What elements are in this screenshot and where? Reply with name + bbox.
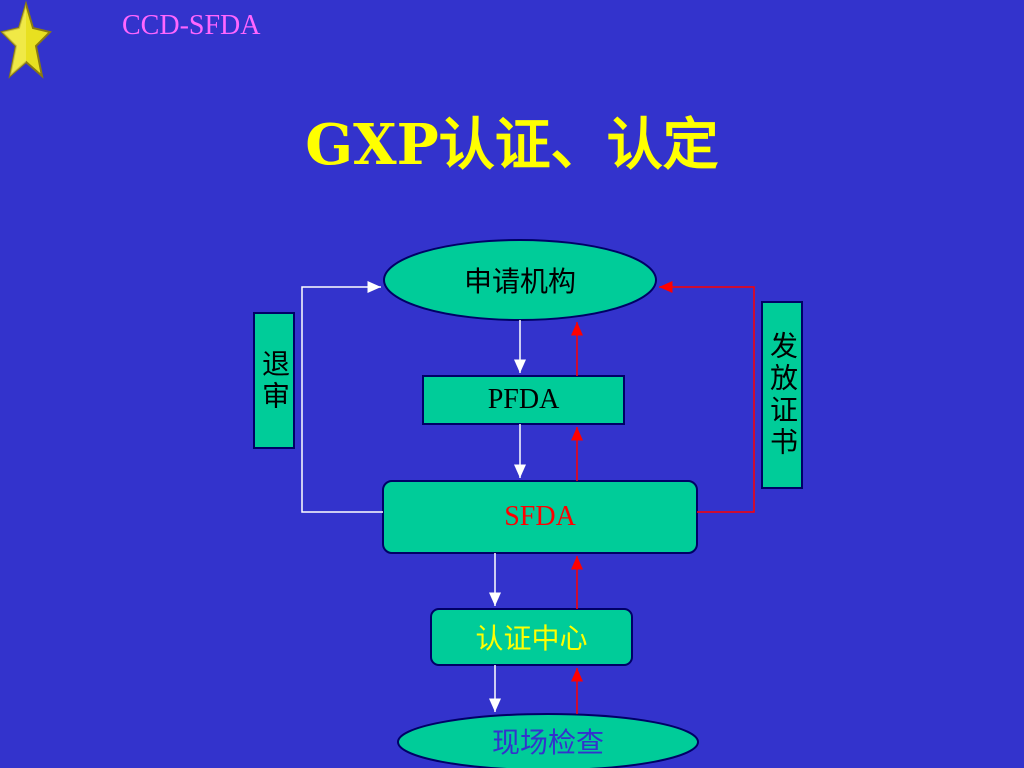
arrow-reject-loop	[301, 281, 383, 513]
arrow-issue-cert-loop	[659, 281, 755, 513]
reject-label: 退审	[258, 348, 291, 413]
node-pfda-label: PFDA	[487, 384, 560, 415]
reject-box-shape	[253, 312, 295, 449]
node-cert-center-shape	[430, 608, 633, 666]
node-inspection-shape	[397, 713, 699, 768]
node-applicant-label: 申请机构	[463, 265, 576, 298]
node-cert-center-label: 认证中心	[475, 622, 588, 655]
header-label: CCD-SFDA	[122, 10, 261, 41]
node-inspection-label: 现场检查	[491, 726, 604, 759]
issue-cert-label: 发放证书	[766, 331, 799, 459]
node-sfda-label: SFDA	[504, 501, 576, 532]
node-sfda-shape	[382, 480, 698, 554]
page-title: GXP认证、认定	[305, 112, 719, 178]
issue-cert-box-shape	[761, 301, 803, 489]
star-icon	[0, 0, 52, 79]
node-pfda-shape	[422, 375, 625, 425]
